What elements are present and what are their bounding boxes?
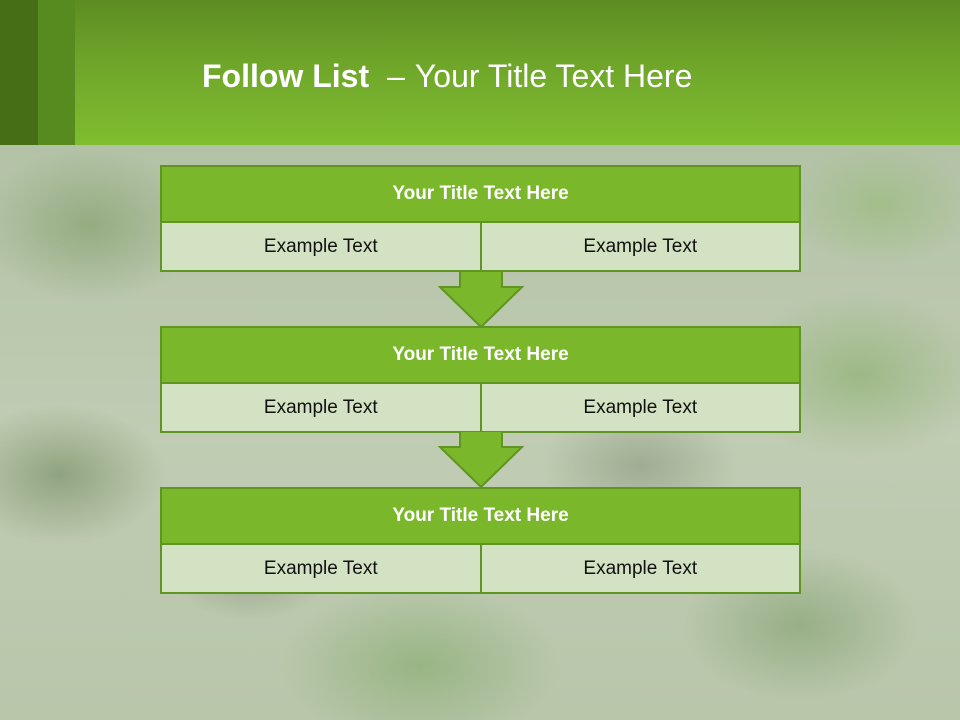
block-cell-left: Example Text <box>160 223 482 272</box>
title-rest-part: Your Title Text Here <box>414 57 693 94</box>
block-cell-right: Example Text <box>481 223 801 272</box>
block-row: Example Text Example Text <box>160 545 801 594</box>
block-cell-right: Example Text <box>481 384 801 433</box>
down-arrow-icon <box>438 271 524 329</box>
block-title: Your Title Text Here <box>160 326 801 384</box>
title-separator: – <box>387 57 405 94</box>
block-cell-right: Example Text <box>481 545 801 594</box>
title-bold-part: Follow List <box>202 57 370 94</box>
header-bar: Follow List – Your Title Text Here <box>0 0 960 145</box>
list-block-2: Your Title Text Here Example Text Exampl… <box>160 326 801 433</box>
header-accent-strip-mid <box>38 0 75 145</box>
block-title: Your Title Text Here <box>160 487 801 545</box>
block-cell-left: Example Text <box>160 545 482 594</box>
block-row: Example Text Example Text <box>160 223 801 272</box>
down-arrow-icon <box>438 431 524 489</box>
block-cell-left: Example Text <box>160 384 482 433</box>
list-block-3: Your Title Text Here Example Text Exampl… <box>160 487 801 594</box>
block-title: Your Title Text Here <box>160 165 801 223</box>
block-row: Example Text Example Text <box>160 384 801 433</box>
header-accent-strip-dark <box>0 0 38 145</box>
list-block-1: Your Title Text Here Example Text Exampl… <box>160 165 801 272</box>
slide-title: Follow List – Your Title Text Here <box>202 56 692 96</box>
